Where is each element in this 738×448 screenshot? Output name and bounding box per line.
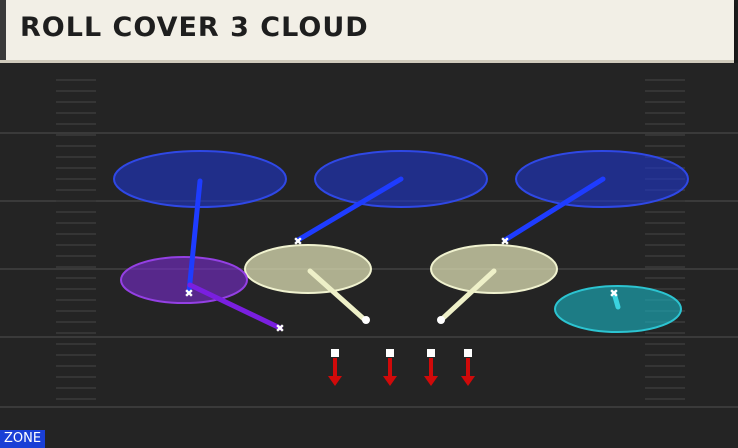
rusher-arrow <box>461 349 475 386</box>
arrow-head-icon <box>383 376 397 386</box>
defender-marker: ✖ <box>184 287 193 300</box>
player-markers: ✖ ✖ ✖ ✖ ✖ <box>184 235 618 335</box>
defender-marker: ✖ <box>500 235 509 248</box>
hook-end-dot <box>362 316 370 324</box>
assign-hook-right <box>438 268 497 323</box>
rusher-arrow <box>328 349 342 386</box>
hook-end-dot <box>437 316 445 324</box>
hash-marks-left <box>56 79 96 400</box>
field-surface <box>0 63 738 448</box>
rusher-arrow <box>383 349 397 386</box>
assign-hook-left <box>307 268 368 323</box>
zone-hook-left <box>244 244 372 294</box>
assign-deep-middle <box>295 176 404 243</box>
rusher-marker <box>331 349 339 357</box>
play-header: ROLL COVER 3 CLOUD <box>0 0 734 63</box>
assignment-lines <box>186 176 621 331</box>
assign-deep-left <box>186 178 203 295</box>
rusher-marker <box>427 349 435 357</box>
assign-deep-right <box>502 176 606 243</box>
arrow-head-icon <box>424 376 438 386</box>
play-title: ROLL COVER 3 CLOUD <box>20 12 369 43</box>
assign-curl-flat <box>187 282 283 331</box>
rusher-marker <box>464 349 472 357</box>
rusher-marker <box>386 349 394 357</box>
header-accent <box>0 0 6 60</box>
assign-flat-right <box>611 290 621 310</box>
arrow-head-icon <box>461 376 475 386</box>
defender-marker: ✖ <box>293 235 302 248</box>
play-diagram-field: ✖ ✖ ✖ ✖ ✖ <box>0 63 738 448</box>
pass-rushers <box>328 349 475 386</box>
zone-curl-flat-left <box>120 256 248 304</box>
defender-marker: ✖ <box>609 287 618 300</box>
arrow-head-icon <box>328 376 342 386</box>
rusher-arrow <box>424 349 438 386</box>
defender-marker: ✖ <box>275 322 284 335</box>
coverage-type-badge: ZONE <box>0 430 46 448</box>
